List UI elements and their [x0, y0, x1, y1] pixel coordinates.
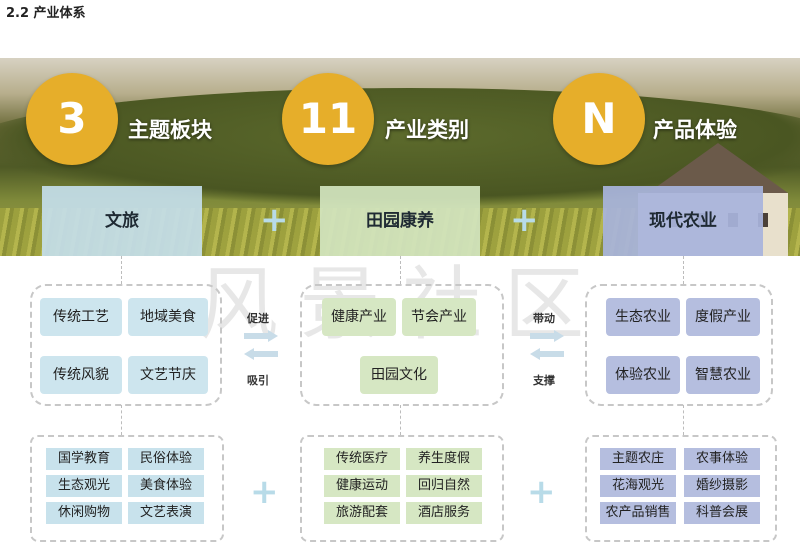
tag-item: 生态观光: [46, 475, 122, 497]
count-circle-3: N: [553, 73, 645, 165]
tag-item: 旅游配套: [324, 502, 400, 524]
tag-item: 地域美食: [128, 298, 208, 336]
tag-item: 花海观光: [600, 475, 676, 497]
box-wenlv: 文旅: [42, 186, 202, 256]
arrow-label: 带动: [533, 312, 555, 325]
mid-group-right: [585, 284, 773, 406]
tag-item: 健康产业: [322, 298, 396, 336]
connector-line: [400, 405, 401, 435]
box-xiandai: 现代农业: [603, 186, 763, 256]
tag-item: 国学教育: [46, 448, 122, 470]
tag-item: 主题农庄: [600, 448, 676, 470]
tag-item: 生态农业: [606, 298, 680, 336]
bottom-group-left: [30, 435, 224, 542]
arrow-right-icon: [244, 330, 278, 342]
count-circle-2: 11: [282, 73, 374, 165]
arrow-label: 支撑: [533, 374, 555, 387]
tag-item: 智慧农业: [686, 356, 760, 394]
connector-line: [121, 405, 122, 435]
mid-group-left: [30, 284, 222, 406]
arrow-right-icon: [530, 330, 564, 342]
tag-item: 休闲购物: [46, 502, 122, 524]
category-label-3: 产品体验: [653, 118, 737, 142]
tag-item: 科普会展: [684, 502, 760, 524]
category-label-1: 主题板块: [128, 118, 212, 142]
tag-item: 田园文化: [360, 356, 438, 394]
tag-item: 民俗体验: [128, 448, 204, 470]
arrow-label: 促进: [247, 312, 269, 325]
arrow-left-icon: [530, 348, 564, 360]
tag-item: 传统风貌: [40, 356, 122, 394]
tag-item: 农事体验: [684, 448, 760, 470]
tag-item: 回归自然: [406, 475, 482, 497]
tag-item: 美食体验: [128, 475, 204, 497]
tag-item: 体验农业: [606, 356, 680, 394]
arrow-left-icon: [244, 348, 278, 360]
connector-line: [121, 256, 122, 284]
plus-icon: +: [250, 472, 279, 512]
connector-line: [683, 256, 684, 284]
page-heading: 2.2 产业体系: [6, 6, 86, 21]
plus-icon: +: [260, 200, 289, 240]
plus-icon: +: [527, 472, 556, 512]
tag-item: 传统医疗: [324, 448, 400, 470]
arrow-label: 吸引: [247, 374, 269, 387]
mid-group-center: [300, 284, 504, 406]
plus-icon: +: [510, 200, 539, 240]
tag-item: 文艺节庆: [128, 356, 208, 394]
count-circle-1: 3: [26, 73, 118, 165]
tag-item: 节会产业: [402, 298, 476, 336]
box-tianyuan: 田园康养: [320, 186, 480, 256]
connector-line: [400, 256, 401, 284]
tag-item: 度假产业: [686, 298, 760, 336]
tag-item: 养生度假: [406, 448, 482, 470]
tag-item: 婚纱摄影: [684, 475, 760, 497]
tag-item: 酒店服务: [406, 502, 482, 524]
tag-item: 传统工艺: [40, 298, 122, 336]
tag-item: 健康运动: [324, 475, 400, 497]
bottom-group-right: [585, 435, 777, 542]
tag-item: 文艺表演: [128, 502, 204, 524]
bottom-group-center: [300, 435, 504, 542]
category-label-2: 产业类别: [385, 118, 469, 142]
connector-line: [683, 405, 684, 435]
tag-item: 农产品销售: [600, 502, 676, 524]
